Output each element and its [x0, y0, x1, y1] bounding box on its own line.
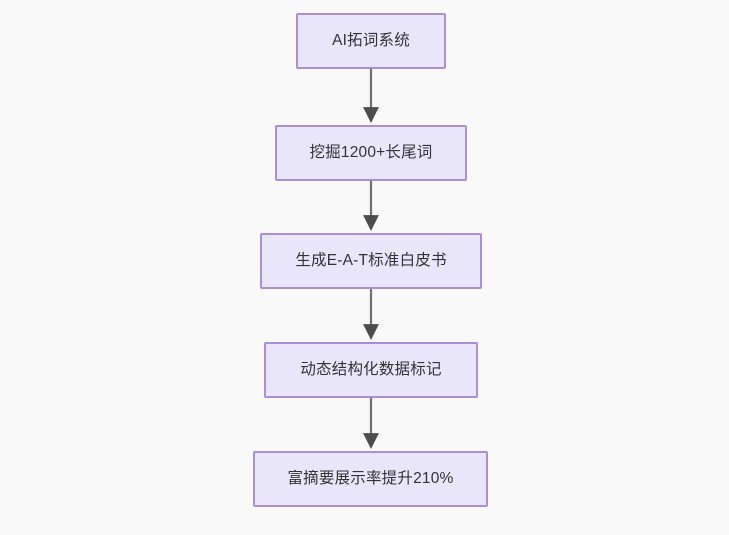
- node-ai-keyword-system[interactable]: AI拓词系统: [296, 13, 446, 69]
- node-label: 动态结构化数据标记: [300, 360, 442, 378]
- node-label: 生成E-A-T标准白皮书: [295, 251, 447, 269]
- node-mine-longtail[interactable]: 挖掘1200+长尾词: [275, 125, 467, 181]
- node-dynamic-structured-data[interactable]: 动态结构化数据标记: [264, 342, 478, 398]
- node-generate-eat-whitepaper[interactable]: 生成E-A-T标准白皮书: [260, 233, 482, 289]
- node-label: 挖掘1200+长尾词: [309, 143, 433, 161]
- node-rich-snippet-lift[interactable]: 富摘要展示率提升210%: [253, 451, 488, 507]
- node-label: AI拓词系统: [332, 31, 410, 49]
- node-label: 富摘要展示率提升210%: [287, 469, 454, 487]
